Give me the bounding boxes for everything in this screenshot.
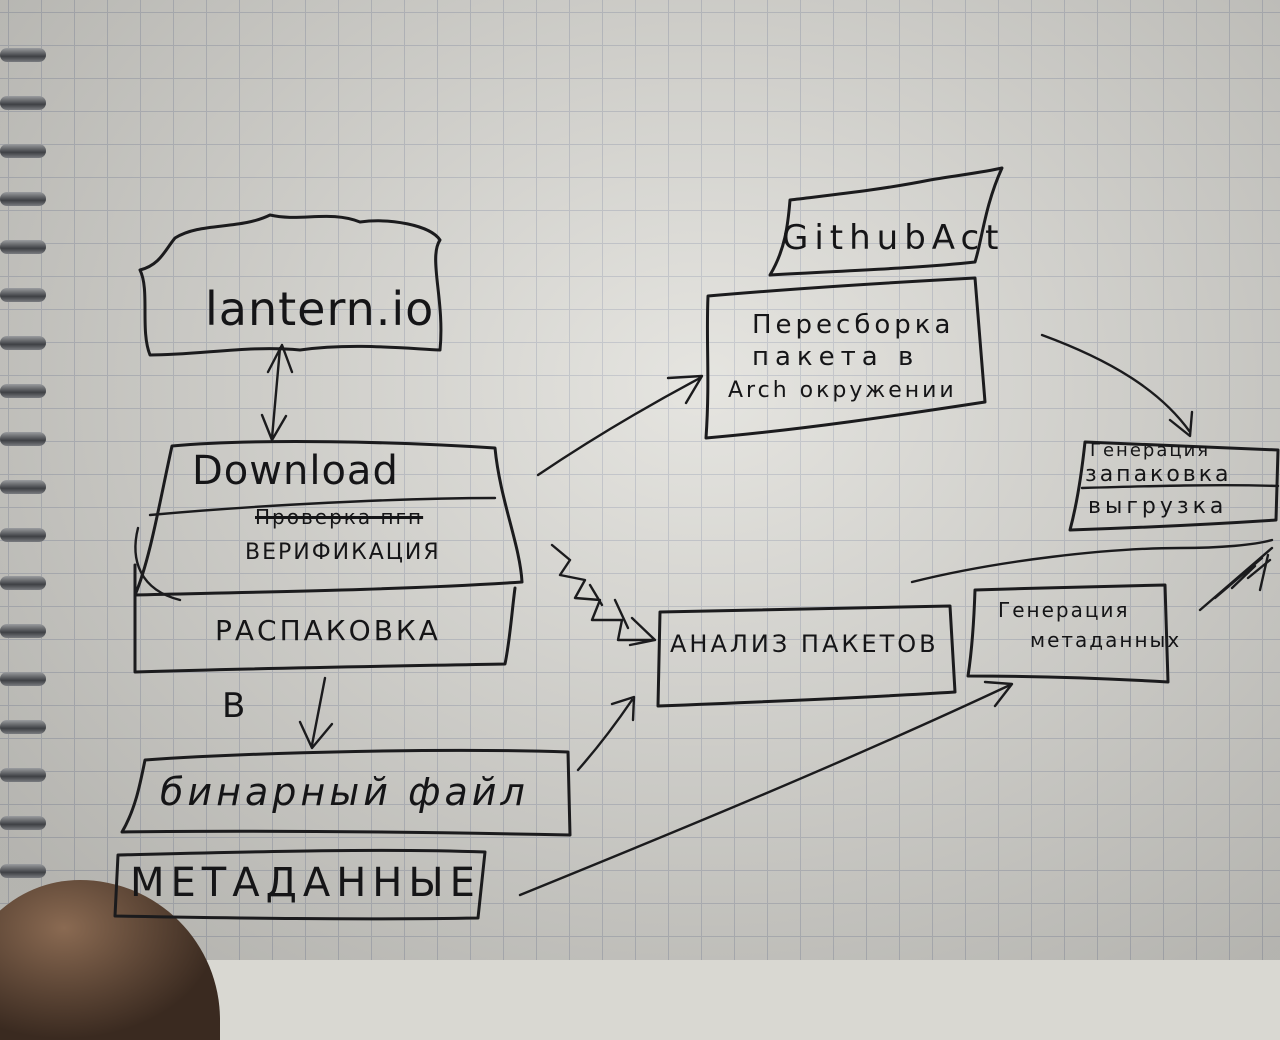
- node-gen-meta-1: Генерация: [998, 598, 1130, 622]
- node-github: GithubAct: [782, 218, 1005, 258]
- arrow-unpack-analysis: [550, 543, 657, 647]
- arrow-metadata-genmeta: [518, 680, 1014, 897]
- node-regen-1: Генерация: [1090, 440, 1211, 461]
- github-cloud: [768, 166, 1004, 277]
- lantern-cloud: [138, 213, 443, 357]
- node-metadata: МЕТАДАННЫЕ: [130, 860, 481, 906]
- analysis-box: [656, 604, 957, 708]
- spiral-binding: [0, 0, 60, 960]
- arrow-rebuild-regen: [1040, 333, 1194, 438]
- node-gen-meta-2: метаданных: [1030, 628, 1182, 652]
- node-check-struck: Проверка пгп: [255, 505, 424, 529]
- node-verification: ВЕРИФИКАЦИЯ: [245, 540, 441, 565]
- node-binary: бинарный файл: [160, 770, 529, 814]
- arrow-genmeta-regen: [910, 538, 1274, 584]
- node-regen-2: запаковка: [1085, 462, 1232, 487]
- node-analysis: АНАЛИЗ ПАКЕТОВ: [670, 630, 939, 658]
- unpack-box: [133, 563, 517, 674]
- binary-box: [120, 748, 572, 837]
- node-rebuild-3: Arch окружении: [728, 378, 957, 403]
- arrow-hatch-regen: [1198, 546, 1274, 612]
- node-b-mark: B: [222, 686, 248, 726]
- arrow-download-rebuild: [536, 374, 704, 477]
- metadata-box: [113, 848, 487, 921]
- gen-meta-box: [966, 583, 1170, 684]
- rebuild-box: [704, 276, 987, 440]
- lighting-shade: [0, 0, 1280, 960]
- arrow-binary-analysis: [576, 695, 636, 772]
- node-download: Download: [192, 448, 399, 494]
- regen-box: [1068, 440, 1280, 532]
- node-rebuild-1: Пересборка: [752, 310, 955, 340]
- node-lantern: lantern.io: [205, 282, 435, 336]
- node-rebuild-2: пакета в: [752, 342, 920, 372]
- notebook-page: [0, 0, 1280, 960]
- node-unpack: РАСПАКОВКА: [215, 614, 441, 647]
- diagram-drawing: [113, 166, 1280, 921]
- arrow-unpack-binary: [298, 676, 334, 750]
- arrow-lantern-download: [260, 343, 294, 442]
- node-regen-3: выгрузка: [1088, 494, 1228, 519]
